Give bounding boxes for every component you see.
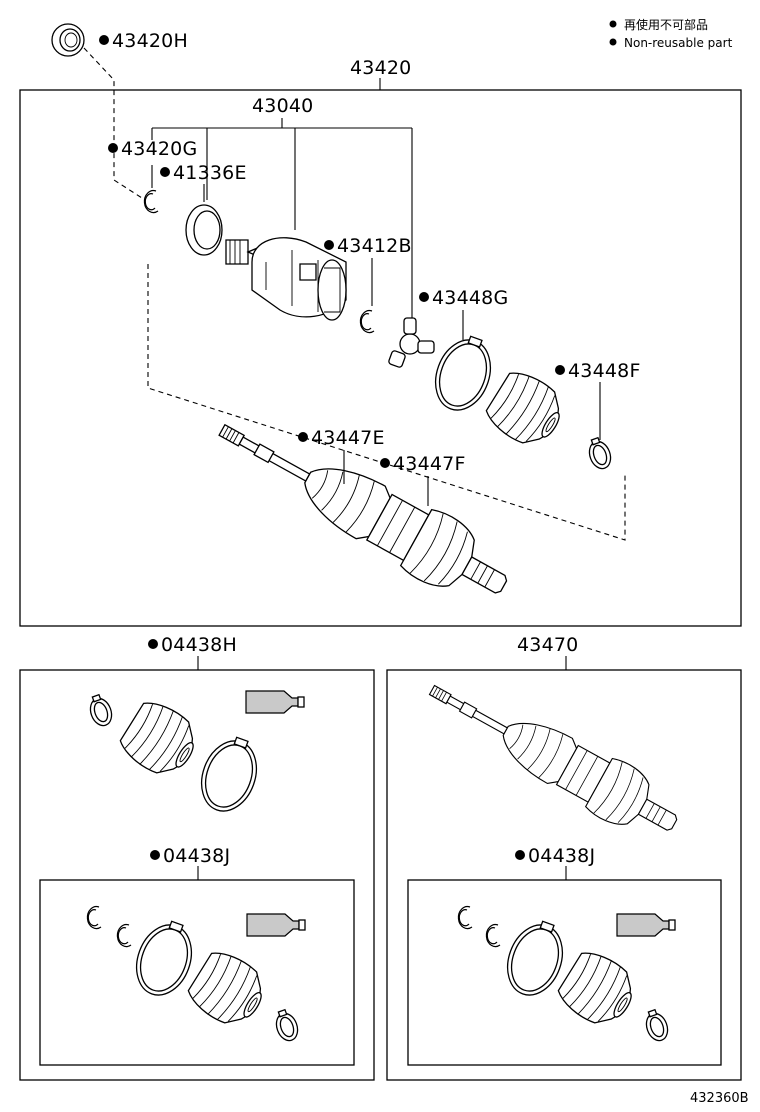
inboard-joint-43040: [225, 237, 347, 321]
label-43448G: 43448G: [419, 287, 508, 309]
grease-tube-left: [246, 913, 306, 937]
dash-group-outline: [147, 264, 626, 541]
svg-text:43420H: 43420H: [112, 30, 188, 52]
label-43412B: 43412B: [324, 235, 412, 257]
dash-43420H: [83, 47, 143, 199]
band-04438H: [191, 729, 268, 820]
frame-04438J-right: [407, 879, 722, 1066]
snap-ring-left-1: [86, 905, 102, 930]
leader-43040: [151, 118, 413, 318]
clamp-43448F: [584, 434, 615, 473]
clamp-04438J-right: [641, 1006, 672, 1045]
svg-text:43420: 43420: [350, 57, 411, 79]
label-43040: 43040: [252, 95, 313, 117]
label-04438J-left: 04438J: [150, 845, 230, 867]
label-04438J-right: 04438J: [515, 845, 595, 867]
snap-ring-left-2: [116, 923, 132, 948]
label-43420H: 43420H: [99, 30, 188, 52]
svg-text:43412B: 43412B: [337, 235, 412, 257]
label-43420: 43420: [350, 57, 411, 79]
svg-text:41336E: 41336E: [173, 162, 247, 184]
legend-dot-icon: [609, 38, 617, 46]
oil-seal-43420H: [51, 23, 85, 57]
frame-04438H: [19, 669, 375, 1081]
diagram-code: 432360B: [690, 1091, 749, 1106]
snap-ring-43420G: [143, 189, 159, 214]
clamp-04438J-left: [271, 1006, 302, 1045]
svg-text:43420G: 43420G: [121, 138, 197, 160]
boot-04438J-right: [552, 944, 645, 1036]
legend-dot-icon: [609, 20, 617, 28]
snap-ring-43412B: [359, 309, 375, 334]
boot-04438H: [114, 694, 207, 786]
svg-text:04438H: 04438H: [161, 634, 237, 656]
legend-english: Non-reusable part: [624, 36, 733, 50]
grease-tube-04438H: [245, 690, 305, 714]
label-04438H: 04438H: [148, 634, 237, 656]
svg-text:43448G: 43448G: [432, 287, 508, 309]
label-41336E: 41336E: [160, 162, 247, 184]
legend-japanese: 再使用不可部品: [624, 17, 708, 32]
label-43447E: 43447E: [298, 427, 385, 449]
legend: 再使用不可部品 Non-reusable part: [609, 17, 733, 50]
snap-ring-right-1: [457, 905, 473, 930]
svg-text:43448F: 43448F: [568, 360, 641, 382]
boot-04438J-left: [182, 944, 275, 1036]
label-43420G: 43420G: [108, 138, 197, 160]
axle-assembly-43470: [416, 662, 690, 852]
frame-43470: [386, 669, 742, 1081]
svg-text:04438J: 04438J: [163, 845, 230, 867]
label-43448F: 43448F: [555, 360, 641, 382]
svg-text:04438J: 04438J: [528, 845, 595, 867]
snap-ring-right-2: [485, 923, 501, 948]
tripod-joint: [388, 317, 435, 368]
seal-41336E: [185, 204, 223, 256]
grease-tube-right: [616, 913, 676, 937]
svg-text:43447F: 43447F: [393, 453, 466, 475]
label-43470: 43470: [517, 634, 578, 656]
svg-text:43447E: 43447E: [311, 427, 385, 449]
inboard-boot: [480, 364, 573, 456]
frame-04438J-left: [39, 879, 355, 1066]
label-43447F: 43447F: [380, 453, 466, 475]
clamp-04438H: [85, 691, 116, 730]
